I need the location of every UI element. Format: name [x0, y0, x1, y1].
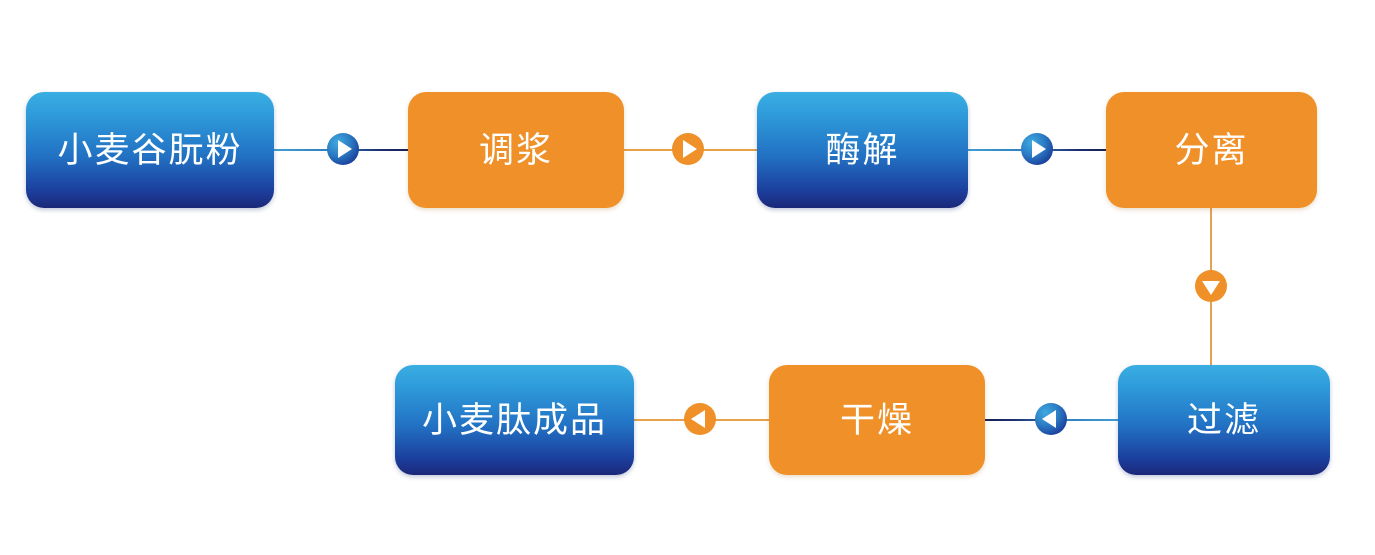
node-separation[interactable]: 分离	[1106, 92, 1317, 208]
triangle-right-glyph	[338, 140, 352, 158]
triangle-left-glyph	[691, 410, 705, 428]
node-wheat-gluten-powder[interactable]: 小麦谷朊粉	[26, 92, 274, 208]
node-drying[interactable]: 干燥	[769, 365, 985, 475]
triangle-left-glyph	[1042, 410, 1056, 428]
node-filtration[interactable]: 过滤	[1118, 365, 1330, 475]
node-label-slurry-mixing: 调浆	[478, 130, 553, 170]
node-label-filtration: 过滤	[1186, 400, 1261, 440]
node-label-drying: 干燥	[839, 400, 914, 440]
triangle-right-glyph	[1032, 140, 1046, 158]
arrow-down-icon-separation-to-filtration[interactable]	[1195, 270, 1227, 302]
arrow-left-icon-drying-to-product[interactable]	[684, 403, 716, 435]
arrow-left-icon-filtration-to-drying[interactable]	[1035, 403, 1067, 435]
arrow-right-icon-hydrolysis-to-separation[interactable]	[1021, 133, 1053, 165]
node-wheat-peptide-product[interactable]: 小麦肽成品	[395, 365, 634, 475]
node-label-wheat-gluten-powder: 小麦谷朊粉	[57, 130, 243, 170]
triangle-down-glyph	[1202, 281, 1220, 295]
node-label-enzymatic-hydrolysis: 酶解	[825, 130, 900, 170]
node-label-separation: 分离	[1174, 130, 1249, 170]
node-slurry-mixing[interactable]: 调浆	[408, 92, 624, 208]
node-label-wheat-peptide-product: 小麦肽成品	[421, 400, 607, 440]
node-enzymatic-hydrolysis[interactable]: 酶解	[757, 92, 968, 208]
triangle-right-glyph	[683, 140, 697, 158]
arrow-right-icon-slurry-to-hydrolysis[interactable]	[672, 133, 704, 165]
arrow-right-icon-gluten-to-slurry[interactable]	[327, 133, 359, 165]
